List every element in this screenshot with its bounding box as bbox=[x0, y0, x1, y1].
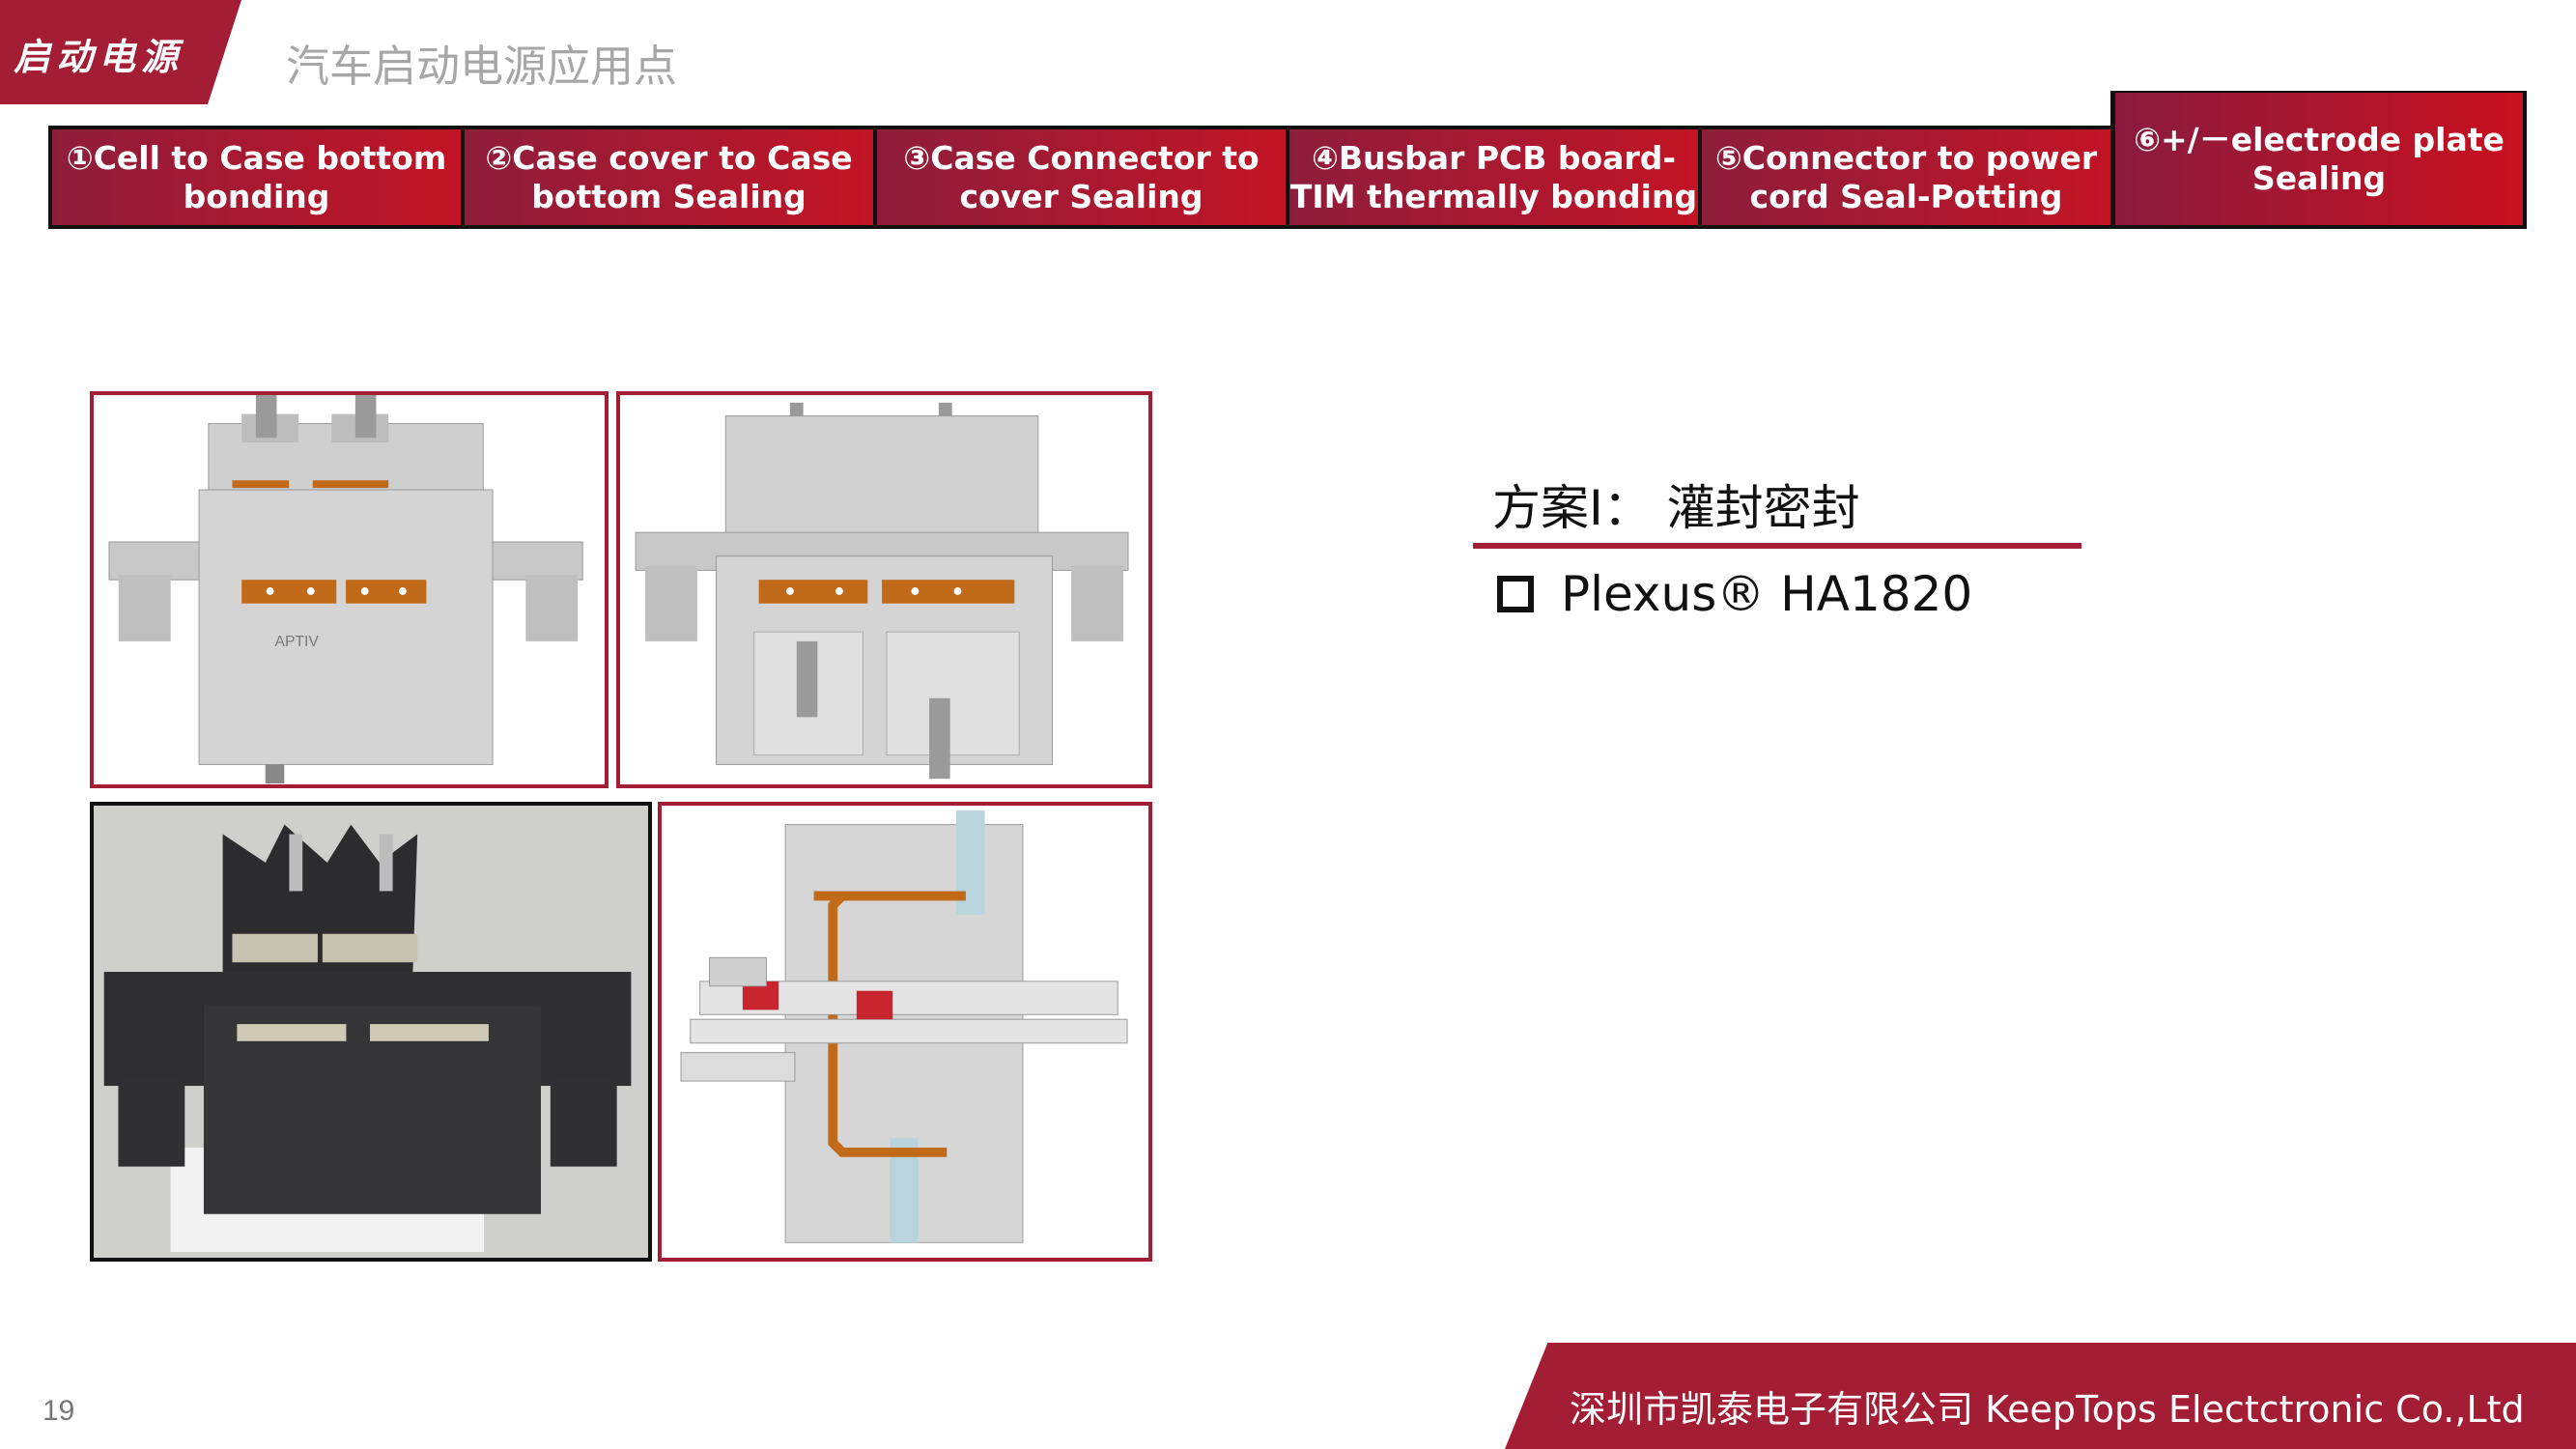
product-item: Plexus® HA1820 bbox=[1497, 566, 1972, 622]
tab-electrode-plate-sealing[interactable]: ⑥+/－electrode plate Sealing bbox=[2115, 93, 2523, 225]
tab-case-connector-sealing[interactable]: ③Case Connector to cover Sealing bbox=[877, 129, 1286, 225]
tab-cell-to-case-bonding[interactable]: ①Cell to Case bottom bonding bbox=[52, 129, 461, 225]
connector-photo bbox=[90, 802, 652, 1262]
footer-company: 深圳市凯泰电子有限公司 KeepTops Electctronic Co.,Lt… bbox=[1570, 1388, 2525, 1431]
product-name: Plexus® HA1820 bbox=[1561, 566, 1973, 622]
connector-back-render bbox=[616, 391, 1152, 788]
scheme-divider bbox=[1473, 543, 2081, 549]
tab-case-cover-sealing[interactable]: ②Case cover to Case bottom Sealing bbox=[465, 129, 873, 225]
page-number: 19 bbox=[42, 1395, 75, 1427]
tab-connector-potting[interactable]: ⑤Connector to power cord Seal-Potting bbox=[1702, 129, 2110, 225]
checkbox-icon[interactable] bbox=[1497, 576, 1534, 612]
connector-front-render: APTIV bbox=[90, 391, 609, 788]
tab-busbar-pcb-bonding[interactable]: ④Busbar PCB board-TIM thermally bonding bbox=[1289, 129, 1698, 225]
header-badge-label: 启动电源 bbox=[14, 35, 184, 78]
header-badge bbox=[0, 0, 241, 104]
footer-band bbox=[1505, 1343, 2576, 1449]
page-title: 汽车启动电源应用点 bbox=[286, 41, 678, 92]
connector-cross-section-render bbox=[658, 802, 1152, 1262]
application-tabs: ①Cell to Case bottom bonding ②Case cover… bbox=[48, 93, 2527, 229]
aptiv-marking: APTIV bbox=[275, 634, 320, 650]
scheme-title: 方案Ⅰ： 灌封密封 bbox=[1492, 480, 1860, 536]
